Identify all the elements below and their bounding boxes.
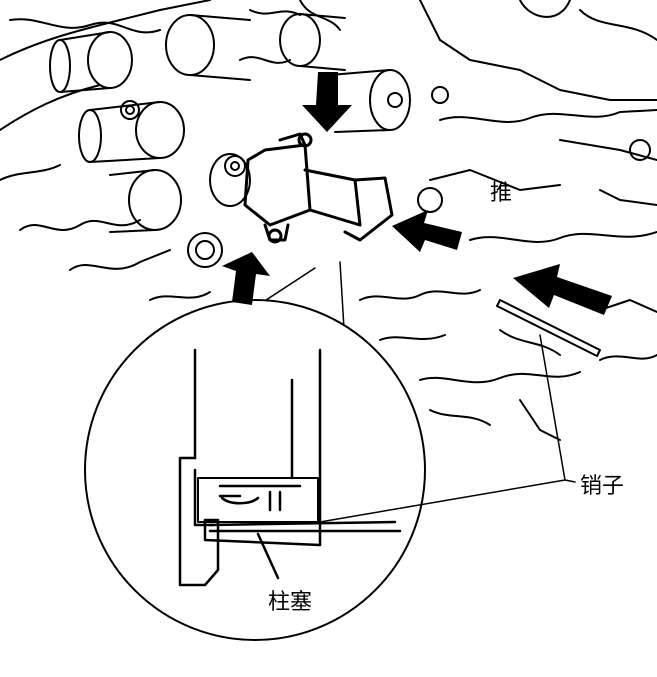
push-arrows bbox=[222, 72, 612, 315]
arrow-down-icon bbox=[302, 72, 352, 132]
push-label: 推 bbox=[490, 181, 513, 206]
plunger-label: 柱塞 bbox=[268, 590, 313, 615]
detail-plunger-section bbox=[178, 348, 402, 587]
engine-block-sketch bbox=[0, 0, 657, 441]
leader-lines bbox=[319, 334, 576, 523]
pin-label: 销子 bbox=[580, 474, 625, 499]
arrow-up-icon bbox=[222, 252, 270, 305]
bolt-heads bbox=[120, 86, 651, 268]
camshaft-cylinders bbox=[49, 13, 346, 233]
detail-magnifier-circle bbox=[84, 299, 426, 641]
arrow-left-icon bbox=[392, 210, 462, 252]
arrow-left-icon bbox=[513, 264, 612, 315]
tensioner-body bbox=[243, 132, 394, 244]
pin-rod bbox=[496, 299, 601, 357]
cam-lobe bbox=[329, 69, 411, 133]
